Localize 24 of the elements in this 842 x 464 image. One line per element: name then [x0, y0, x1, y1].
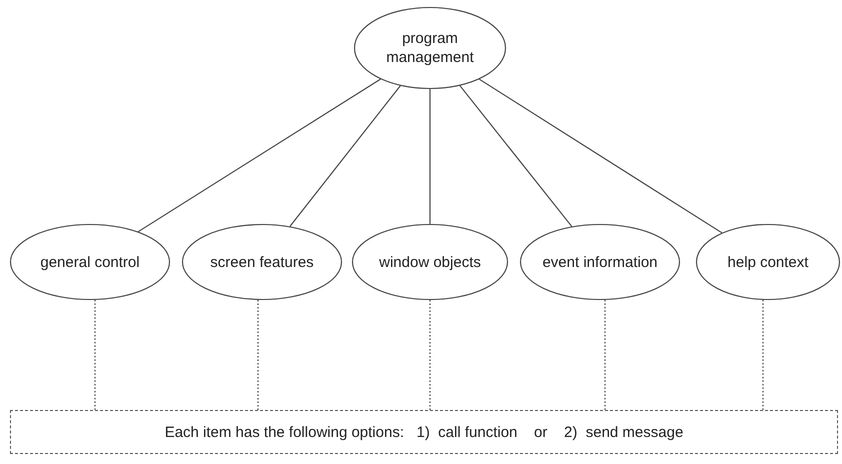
topic-label: help context — [728, 252, 808, 272]
connector-line — [138, 78, 381, 232]
dotted-connector — [604, 300, 606, 410]
topic-label: screen features — [210, 252, 314, 272]
topic-label: general control — [40, 252, 140, 272]
options-note: Each item has the following options: 1) call function or 2) send message — [164, 422, 684, 442]
connector-line — [429, 89, 431, 224]
topic-ellipse — [182, 224, 342, 300]
topic-ellipse — [352, 224, 508, 300]
topic-ellipse — [696, 224, 840, 300]
dotted-connector — [94, 300, 96, 410]
topic-ellipse — [520, 224, 680, 300]
dotted-connector — [762, 300, 764, 410]
connector-line — [479, 78, 722, 234]
connector-line — [460, 85, 572, 227]
topic-label: event information — [542, 252, 658, 272]
topic-ellipse — [10, 224, 170, 300]
connector-line — [290, 85, 401, 227]
dotted-connector — [257, 300, 259, 410]
topic-label: program management — [385, 29, 475, 67]
options-box — [10, 410, 838, 454]
dotted-connector — [429, 300, 431, 410]
topic-ellipse — [354, 7, 506, 89]
topic-label: window objects — [379, 252, 481, 272]
